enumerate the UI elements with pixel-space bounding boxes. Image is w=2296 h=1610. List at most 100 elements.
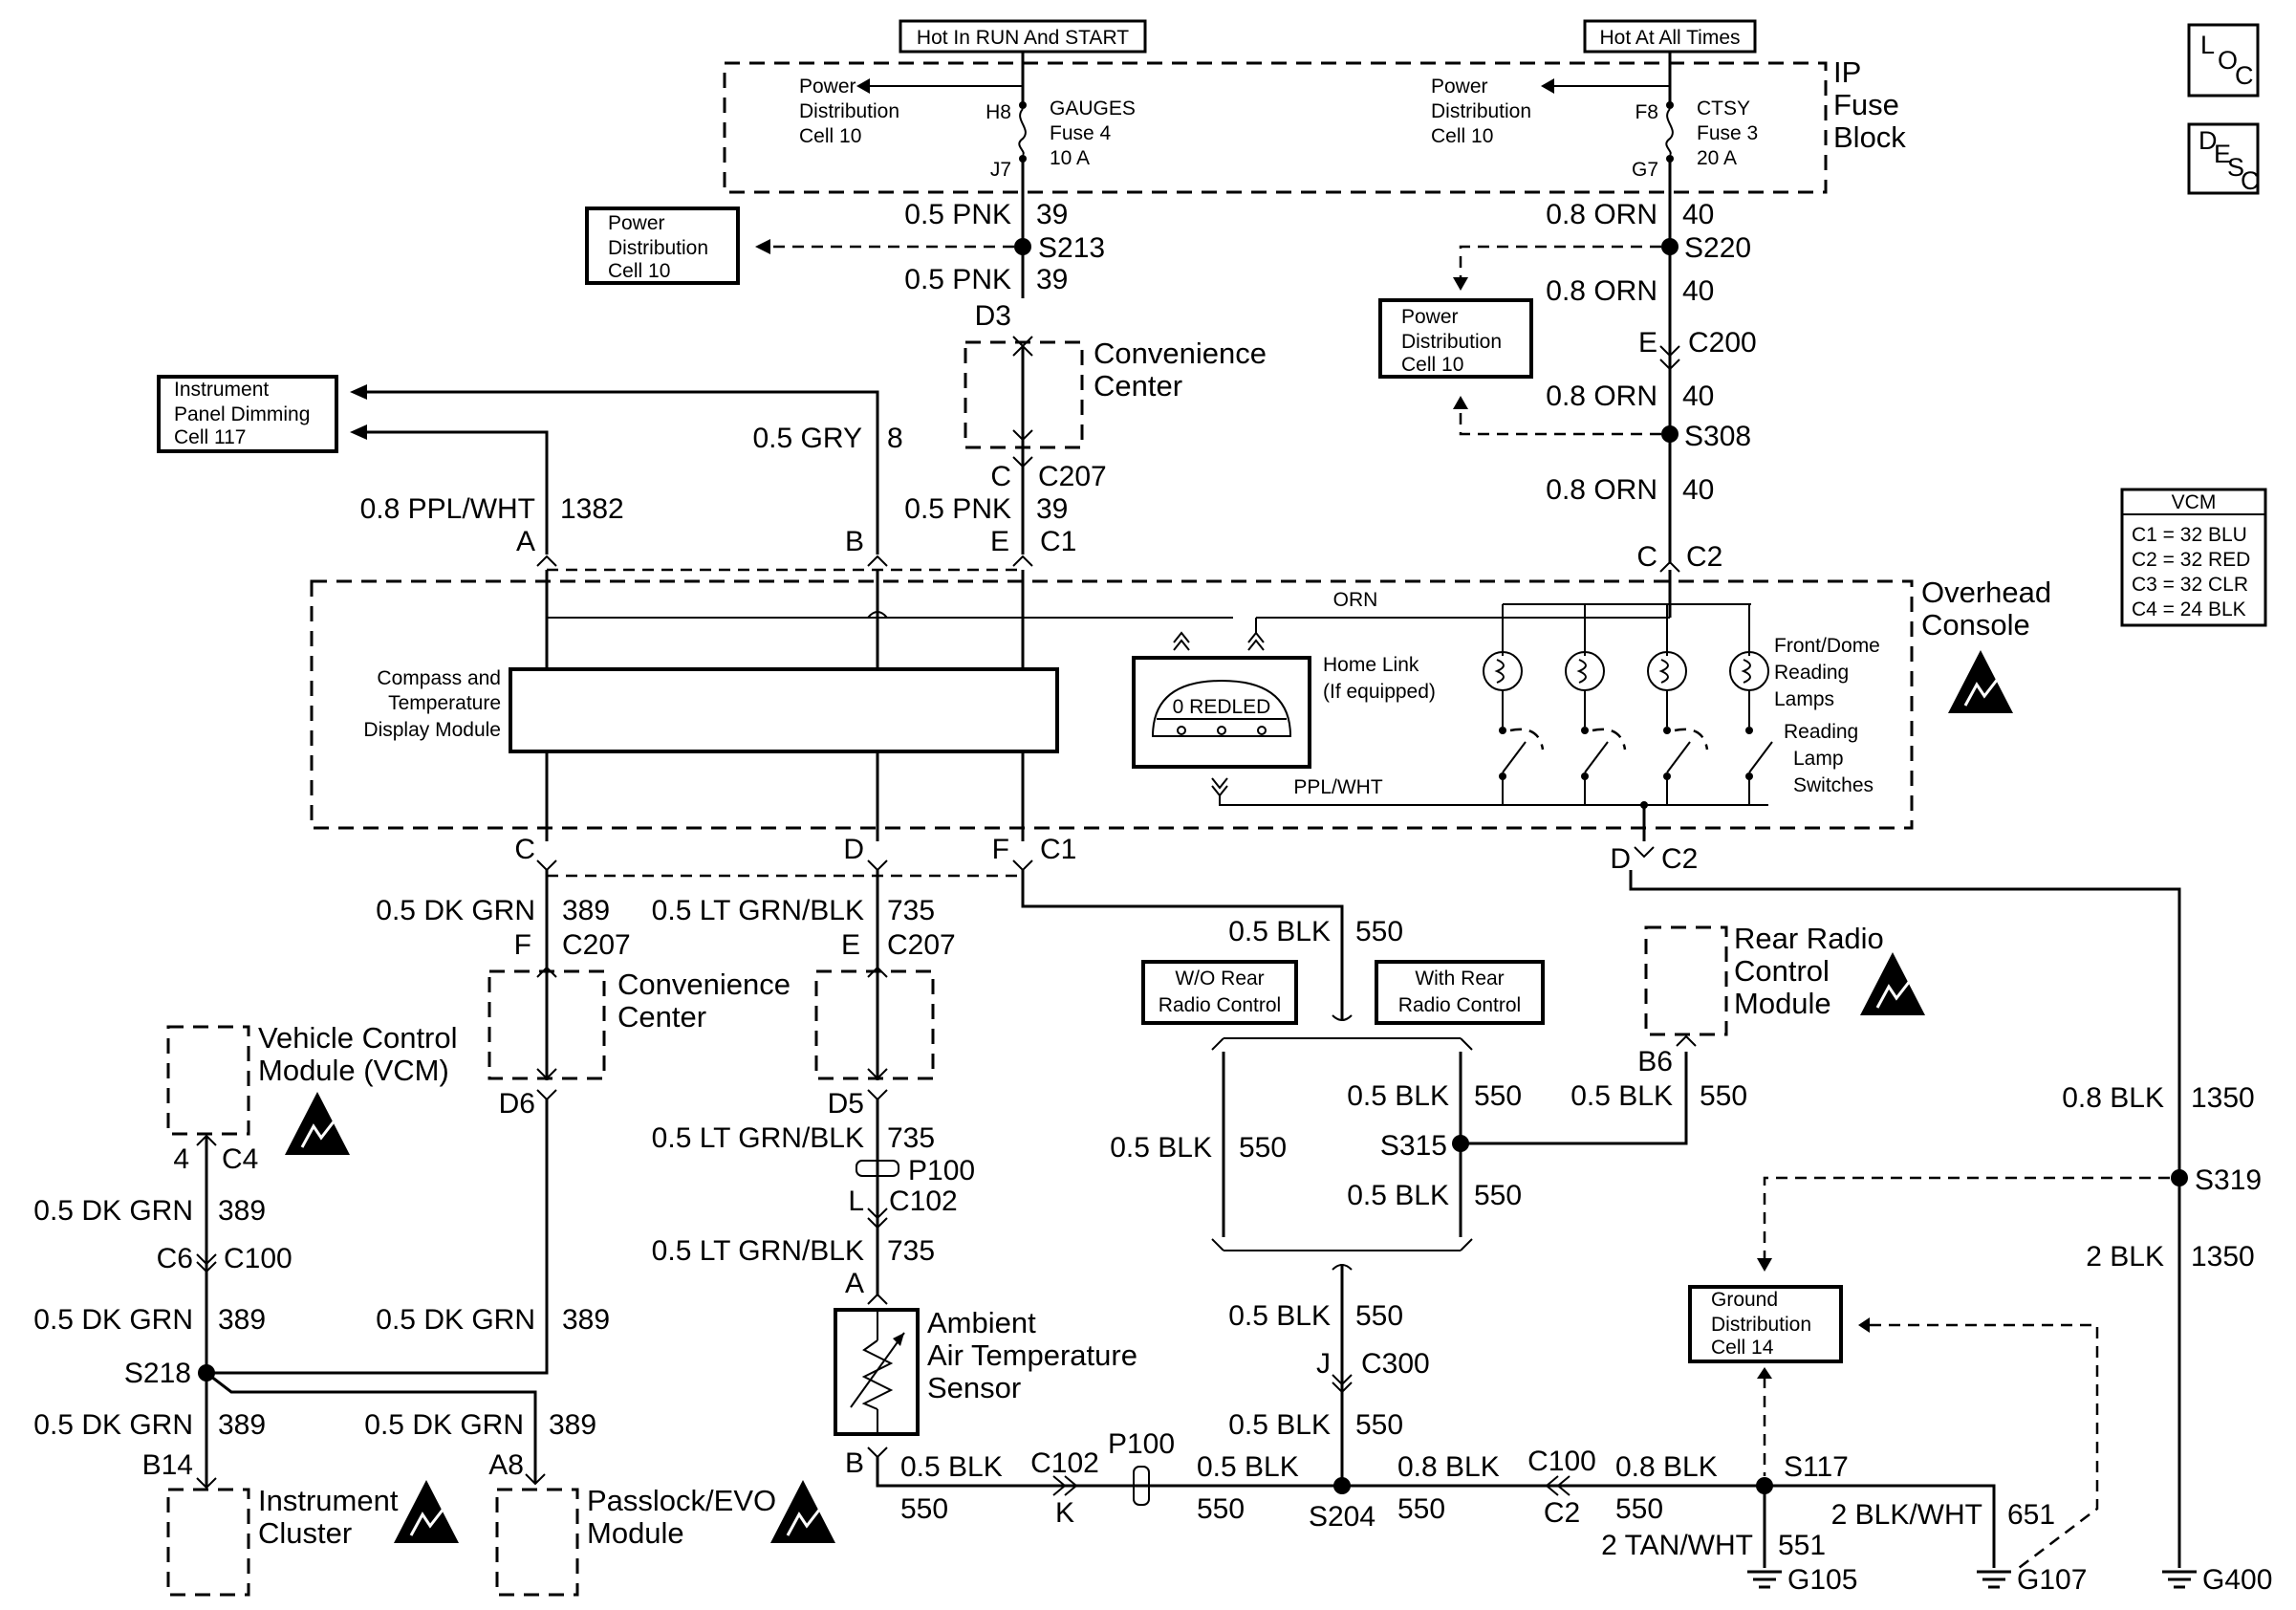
vcm-1: Vehicle Control bbox=[258, 1021, 458, 1055]
ref-with-rear-1: With Rear bbox=[1415, 968, 1504, 990]
desc-icon[interactable] bbox=[2187, 122, 2260, 195]
reading-lamp-1 bbox=[1483, 604, 1545, 805]
connector-c-c207: C bbox=[990, 461, 1011, 492]
desc-c: C bbox=[2241, 166, 2260, 195]
arrow-gry bbox=[350, 384, 367, 400]
vcm-module bbox=[166, 1025, 250, 1136]
arrow-pd-left bbox=[856, 78, 870, 94]
wire-g107-gd bbox=[1870, 1323, 2099, 1569]
wire-orn-d-gauge: 0.8 ORN bbox=[1546, 474, 1657, 506]
desc-e: E bbox=[2214, 140, 2231, 168]
wire-blk-s204-right-circuit: 550 bbox=[1397, 1493, 1445, 1525]
wire-orn-d-circuit: 40 bbox=[1682, 474, 1714, 506]
conv-mid-2: Center bbox=[617, 1000, 706, 1033]
connector-e-c207: E bbox=[841, 929, 860, 961]
vcm-connector-table bbox=[2120, 488, 2267, 627]
vcm-table-row: C3 = 32 CLR bbox=[2132, 574, 2248, 596]
wire-blk-wht-circuit: 651 bbox=[2007, 1499, 2055, 1531]
wire-orn-b-circuit: 40 bbox=[1682, 275, 1714, 307]
wire-blk-1350-a-gauge: 0.8 BLK bbox=[2062, 1082, 2164, 1114]
connector-c-c2-top: C bbox=[1636, 541, 1657, 573]
p100-splice-top bbox=[856, 1160, 899, 1177]
ref-pd-s213-2: Distribution bbox=[608, 237, 708, 259]
connector-c102-top: C102 bbox=[889, 1186, 958, 1217]
pin-b6 bbox=[1676, 1034, 1697, 1047]
splice-s319 bbox=[2171, 1169, 2188, 1186]
wire-blk-wht-651 bbox=[1765, 1484, 1996, 1568]
wire-gry-gauge: 0.5 GRY bbox=[752, 423, 862, 454]
ref-ground-dist-2: Distribution bbox=[1711, 1314, 1811, 1336]
pin-d5 bbox=[867, 1089, 888, 1101]
wire-ppl-wht-gauge: 0.8 PPL/WHT bbox=[360, 493, 535, 525]
compass-temp-module bbox=[509, 667, 1059, 753]
wire-blk-1350-a-circuit: 1350 bbox=[2191, 1082, 2255, 1114]
loc-icon[interactable] bbox=[2187, 23, 2260, 98]
wire-dkgrn-f-circuit: 389 bbox=[549, 1409, 596, 1441]
connector-a-top: A bbox=[516, 526, 535, 557]
wire-blk-left-circuit: 550 bbox=[1239, 1132, 1287, 1164]
wire-blk-c100-gauge: 0.8 BLK bbox=[1615, 1451, 1718, 1483]
arrow-pd-right bbox=[1541, 78, 1554, 94]
ground-g105-label: G105 bbox=[1787, 1564, 1857, 1596]
esd-icon-cluster bbox=[394, 1480, 459, 1543]
loc-l: L bbox=[2200, 31, 2215, 59]
splice-s315-label: S315 bbox=[1380, 1130, 1447, 1162]
fuse4-icon bbox=[1018, 108, 1027, 156]
lamps-1: Front/Dome bbox=[1774, 635, 1880, 657]
connector-a8: A8 bbox=[488, 1449, 524, 1481]
connector-c1-top: C1 bbox=[1040, 526, 1076, 557]
connector-c207-a: C207 bbox=[1038, 461, 1107, 492]
pd-left-2: Distribution bbox=[799, 100, 899, 122]
pin-b-sensor bbox=[867, 1447, 888, 1459]
wire-blk-rrcm-circuit: 550 bbox=[1700, 1080, 1747, 1112]
connector-c2-top: C2 bbox=[1686, 541, 1722, 573]
pin-f-bot bbox=[1012, 859, 1033, 872]
wire-dkgrn-b-circuit: 389 bbox=[562, 1304, 610, 1336]
ref-pd-s220-1: Power bbox=[1401, 306, 1459, 328]
wire-blk-j-circuit: 550 bbox=[1355, 1300, 1403, 1332]
hot-run-start-label: Hot In RUN And START bbox=[917, 27, 1129, 49]
wire-dkgrn-a-circuit: 389 bbox=[562, 895, 610, 926]
pin-c-bot bbox=[536, 859, 557, 872]
wire-blk-s315-down-gauge: 0.5 BLK bbox=[1347, 1180, 1449, 1211]
thermistor-icon bbox=[861, 1339, 894, 1410]
conv-mid-a-pin-up bbox=[536, 966, 557, 978]
wire-pnk-a-gauge: 0.5 PNK bbox=[904, 199, 1011, 230]
ref-ground-dist[interactable] bbox=[1688, 1285, 1843, 1363]
vcm-table-row: C4 = 24 BLK bbox=[2132, 598, 2246, 620]
wire-blk-s204-up-circuit: 550 bbox=[1355, 1409, 1403, 1441]
wire-orn-console-label: ORN bbox=[1333, 589, 1378, 611]
fuse3-line3: 20 A bbox=[1697, 147, 1737, 169]
fuse3-line1: CTSY bbox=[1697, 98, 1750, 120]
ref-ipd-2: Panel Dimming bbox=[174, 403, 310, 425]
ref-pd-s220[interactable] bbox=[1378, 298, 1533, 379]
ref-ipd[interactable] bbox=[157, 375, 338, 453]
wire-s319-gd bbox=[1763, 1176, 2170, 1260]
p100-splice-bot bbox=[1133, 1466, 1150, 1506]
fuse-block-title-2: Fuse bbox=[1833, 88, 1899, 121]
ref-pd-s213-3: Cell 10 bbox=[608, 260, 670, 282]
ground-g400-icon bbox=[2162, 1570, 2197, 1589]
fuse4-in-pin: H8 bbox=[986, 101, 1011, 123]
connector-d-bot: D bbox=[843, 834, 864, 865]
fuse3-terminal-in bbox=[1666, 101, 1674, 109]
connector-f-c207: F bbox=[514, 929, 531, 961]
homelink-pin-b bbox=[1247, 631, 1265, 651]
splice-s308-label: S308 bbox=[1684, 421, 1751, 452]
vcm-table-row: C2 = 32 RED bbox=[2132, 549, 2250, 571]
fuse4-line1: GAUGES bbox=[1050, 98, 1136, 120]
wire-blk-s315-up-gauge: 0.5 BLK bbox=[1347, 1080, 1449, 1112]
wire-tan-wht-circuit: 551 bbox=[1778, 1530, 1826, 1561]
wire-blk-sensor-circuit: 550 bbox=[900, 1493, 948, 1525]
wire-blk-s315-up-circuit: 550 bbox=[1474, 1080, 1522, 1112]
rear-radio-control-module bbox=[1644, 925, 1728, 1036]
connector-p100-top: P100 bbox=[908, 1155, 975, 1186]
homelink-pin-bottom bbox=[1211, 777, 1228, 797]
wire-blk-sensor-gauge: 0.5 BLK bbox=[900, 1451, 1003, 1483]
vcm-2: Module (VCM) bbox=[258, 1054, 449, 1087]
ref-pd-s213[interactable] bbox=[585, 207, 740, 285]
ambient-2: Air Temperature bbox=[927, 1338, 1137, 1372]
conv-top-pin-up bbox=[1012, 344, 1033, 357]
wire-blk-1350-b-circuit: 1350 bbox=[2191, 1241, 2255, 1273]
